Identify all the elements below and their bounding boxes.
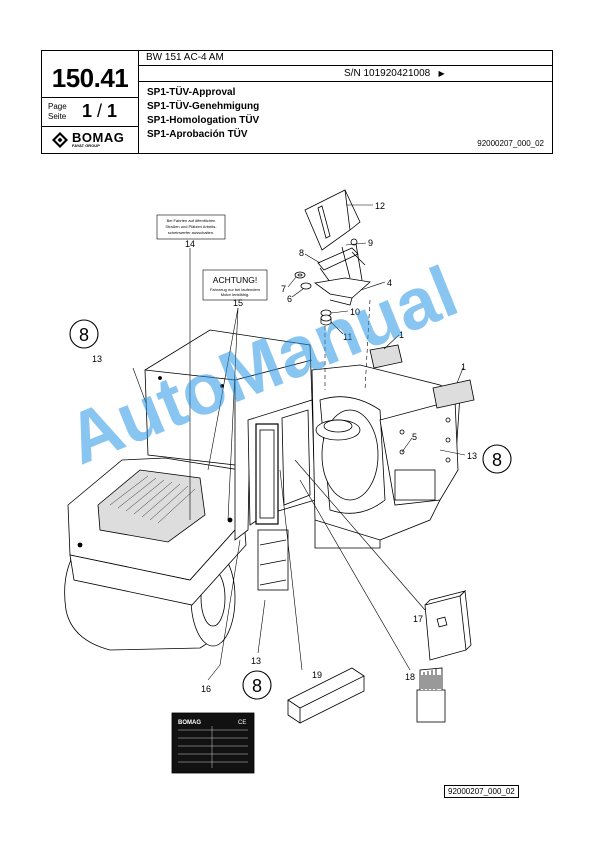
callout-label: 19: [312, 670, 322, 680]
callout-label: 1: [399, 330, 404, 340]
sticker-15-line: Fahrzeug nur bei laufendem: [210, 287, 261, 292]
part-17-box: [424, 590, 472, 661]
callout-label: 11: [343, 332, 352, 342]
callout-label: 10: [350, 307, 360, 317]
header-divider: [138, 81, 552, 82]
sticker-15-line: Motor lenkfähig.: [221, 292, 249, 297]
title-de: SP1-TÜV-Genehmigung: [147, 101, 260, 112]
title-fr: SP1-Homologation TÜV: [147, 115, 260, 126]
brand-name: BOMAG: [72, 130, 125, 145]
plate-ce-mark: CE: [238, 720, 246, 726]
callout-label: 5: [412, 432, 417, 442]
brand-sub: FAYAT GROUP: [72, 143, 100, 148]
bomag-logo: BOMAG FAYAT GROUP: [52, 129, 136, 151]
seite-label: Seite: [48, 112, 67, 121]
callout-label: 12: [375, 201, 385, 211]
sticker-15-title: ACHTUNG!: [213, 275, 257, 285]
page-label: Page: [48, 102, 67, 111]
callout-label: 7: [281, 284, 286, 294]
callout-label: 8: [299, 248, 304, 258]
header-drawing-code: 92000207_000_02: [477, 139, 544, 148]
part-19-long-box: [287, 667, 365, 724]
page-current: 1: [82, 101, 93, 121]
callout-label: 6: [287, 294, 292, 304]
part-16-type-plate: [171, 712, 255, 774]
callout-label: 18: [405, 672, 415, 682]
serial-text: S/N 101920421008: [344, 68, 431, 79]
serial-number: S/N 101920421008 ▶: [344, 68, 445, 79]
plate-brand: BOMAG: [178, 720, 201, 726]
page-separator: /: [97, 101, 103, 121]
callout-label: 17: [413, 614, 423, 624]
callout-label: 13: [251, 656, 261, 666]
circled-marker: [69, 319, 99, 349]
callout-label: 14: [185, 239, 195, 249]
header-divider: [138, 51, 139, 153]
rear-frame: [311, 364, 461, 549]
leader-lines: [132, 204, 466, 681]
circled-marker: [482, 444, 512, 474]
callout-label: 13: [467, 451, 477, 461]
callout-label: 16: [201, 684, 211, 694]
circled-marker-label: 8: [492, 450, 502, 470]
exploded-parts-drawing: Bei Fahrten auf öffentlichen Straßen und…: [64, 189, 512, 774]
callout-label: 4: [387, 278, 392, 288]
operator-cab: [144, 329, 316, 591]
header-divider: [42, 97, 138, 98]
sticker-14-line: Straßen und Plätzen Arbeits-: [165, 224, 217, 229]
sticker-14-line: scheinwerfer ausschalten.: [168, 230, 214, 235]
part-8-bracket: [317, 238, 366, 283]
callout-label: 9: [368, 238, 373, 248]
part-18-binder: [416, 667, 446, 723]
bomag-diamond-icon: [52, 132, 68, 148]
callout-label: 13: [92, 354, 102, 364]
title-es: SP1-Aprobación TÜV: [147, 129, 248, 140]
header-table: BW 151 AC-4 AM S/N 101920421008 ▶ 150.41…: [41, 50, 553, 154]
arrow-right-icon: ▶: [438, 69, 445, 78]
page-label-block: Page Seite: [48, 102, 67, 122]
page-number: 1/1: [82, 101, 117, 122]
part-1-placards: [369, 344, 475, 409]
footer-drawing-code: 92000207_000_02: [444, 785, 519, 798]
title-en: SP1-TÜV-Approval: [147, 87, 236, 98]
sticker-14-line: Bei Fahrten auf öffentlichen: [167, 218, 216, 223]
part-12-wedge: [304, 189, 361, 251]
circled-marker-label: 8: [252, 676, 262, 696]
circled-marker-label: 8: [79, 325, 89, 345]
machine-model: BW 151 AC-4 AM: [146, 52, 224, 63]
document-number: 150.41: [51, 63, 129, 93]
page-total: 1: [107, 101, 118, 121]
document-titles: SP1-TÜV-Approval SP1-TÜV-Genehmigung SP1…: [147, 86, 259, 142]
header-divider: [42, 126, 138, 127]
header-divider: [138, 65, 552, 66]
engine-hood: [67, 457, 247, 606]
callout-label: 1: [461, 362, 466, 372]
circled-marker: [242, 670, 272, 700]
callout-label: 15: [233, 298, 243, 308]
